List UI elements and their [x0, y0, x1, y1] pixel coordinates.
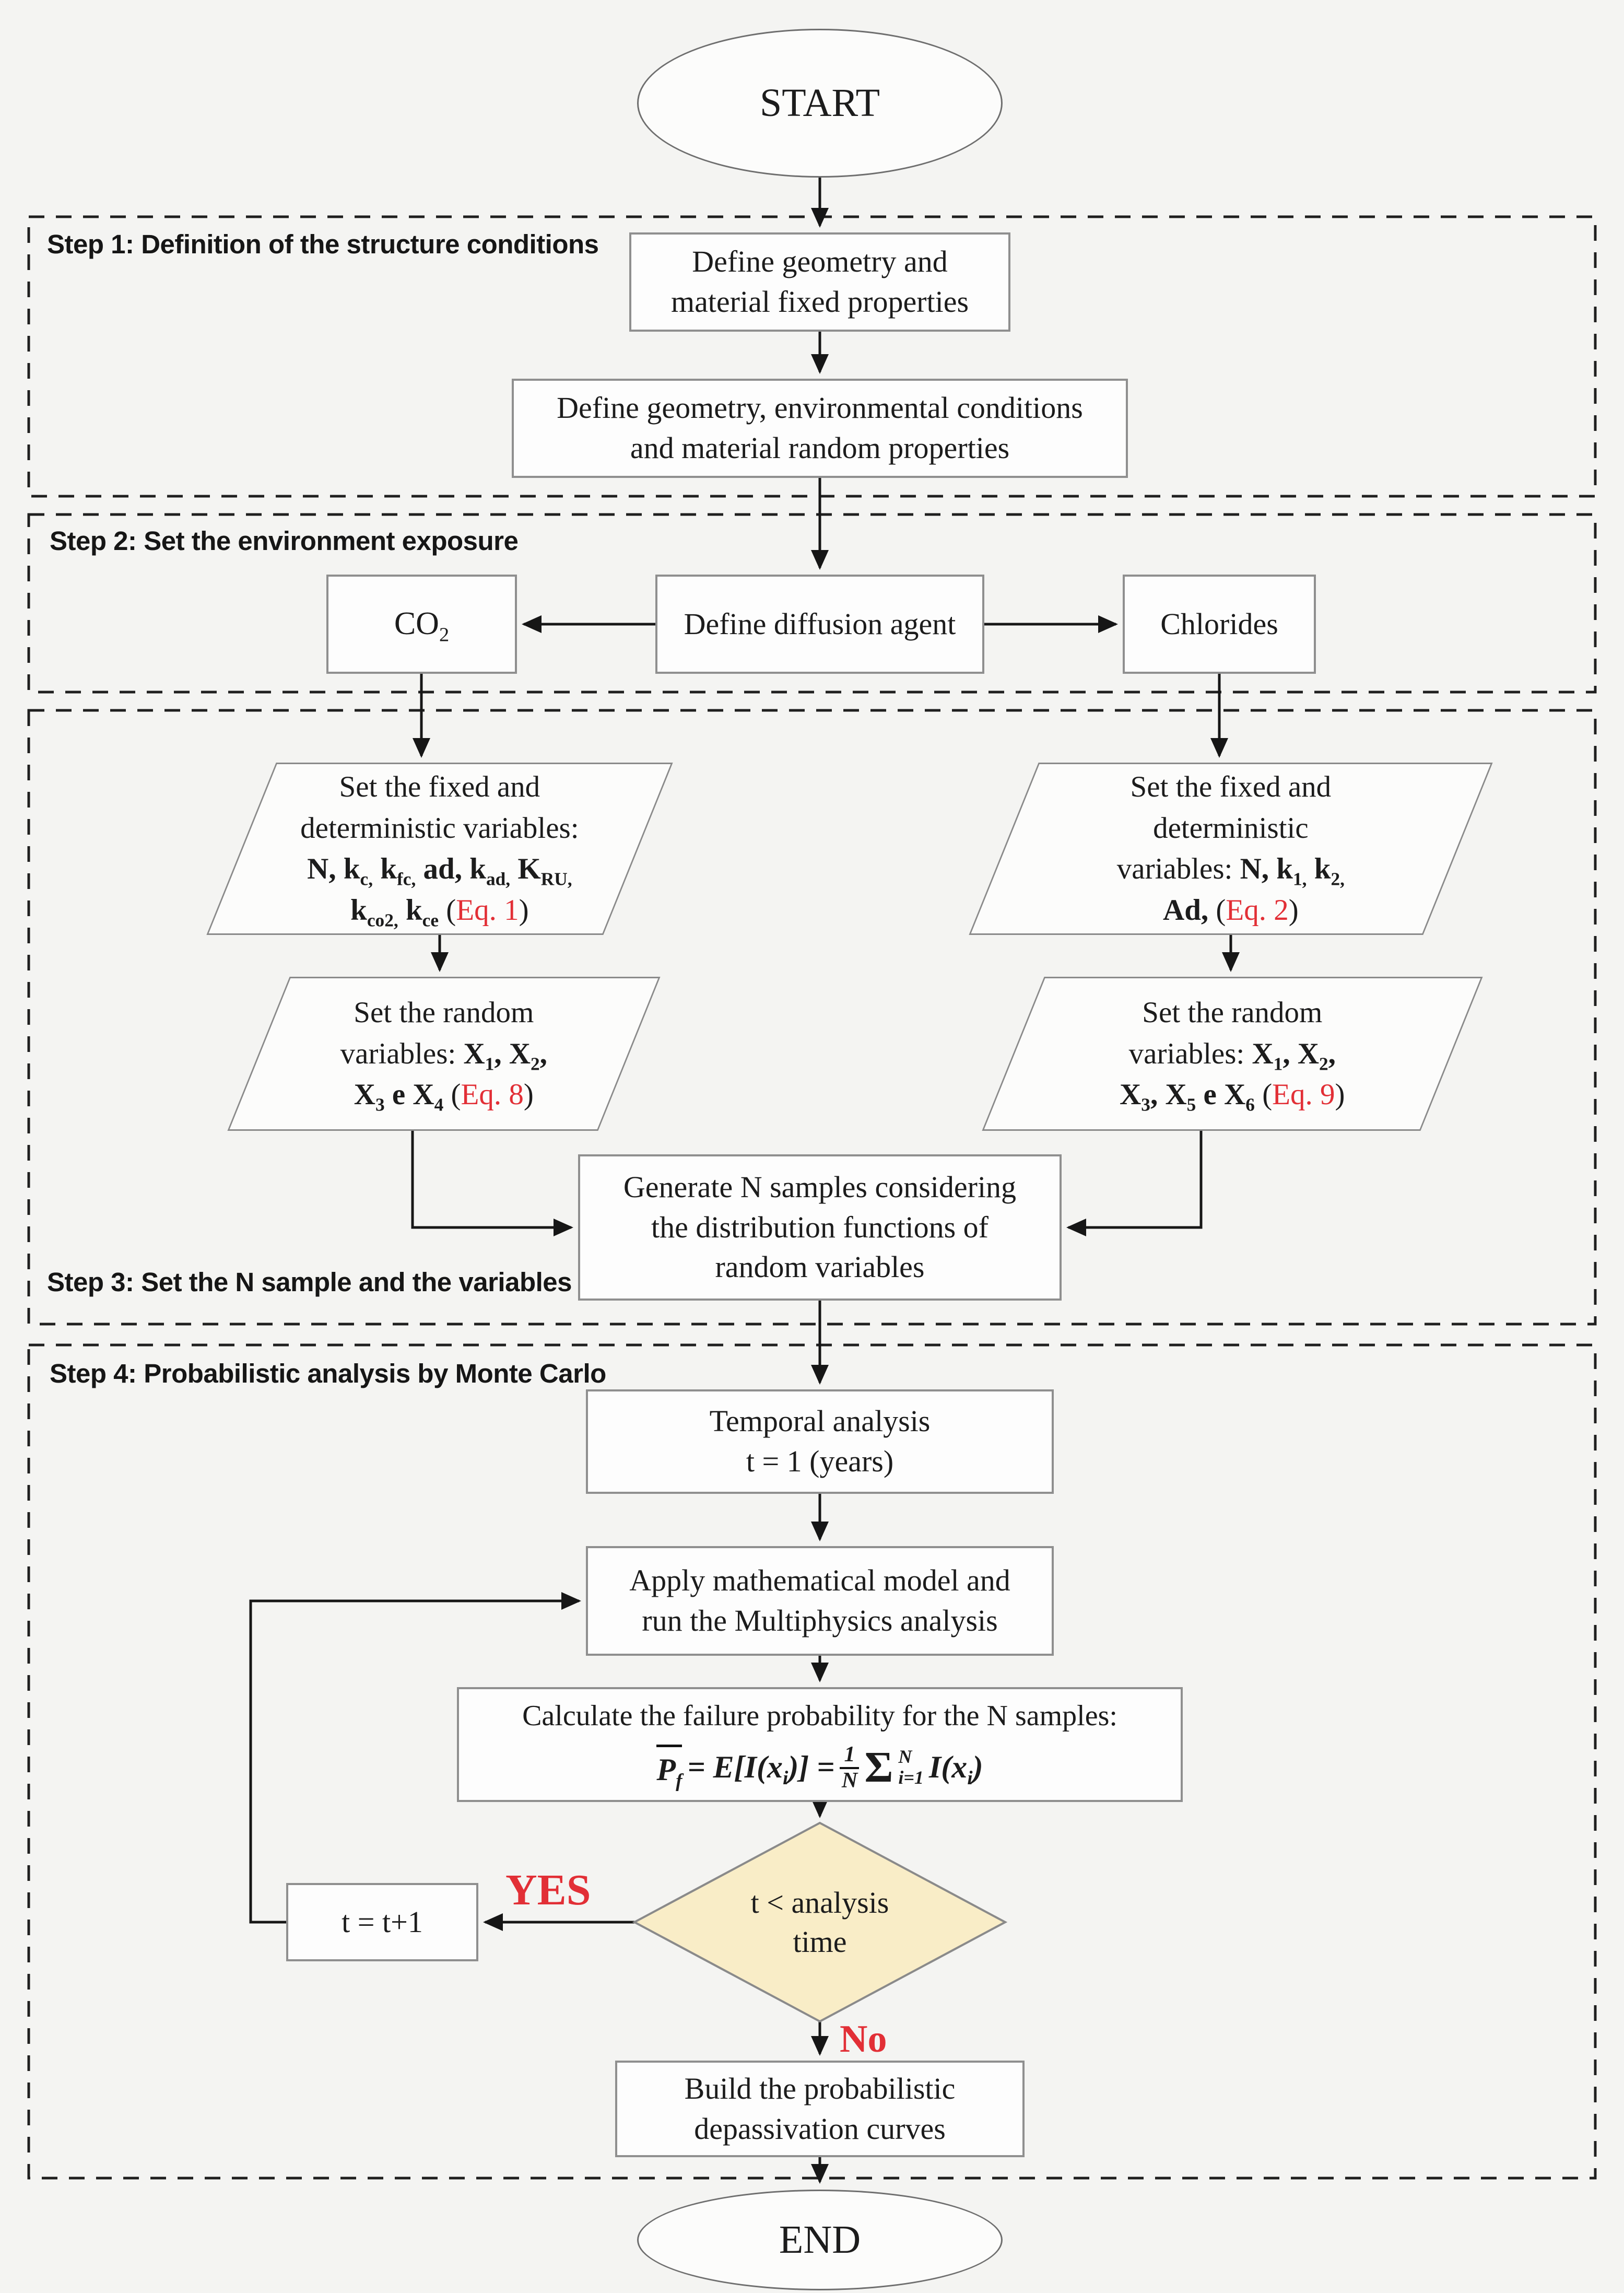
diffusion-agent-box: Define diffusion agent	[655, 575, 984, 674]
no-label: No	[840, 2018, 887, 2061]
build-curves-box: Build the probabilistic depassivation cu…	[615, 2061, 1025, 2157]
step3-boundary	[27, 709, 1597, 1326]
loop-increment-to-apply	[249, 1592, 581, 1924]
step1-label: Step 1: Definition of the structure cond…	[47, 229, 599, 259]
failure-probability-box: Calculate the failure probability for th…	[457, 1687, 1183, 1802]
time-decision-diamond	[632, 1821, 1008, 2023]
temporal-analysis-box: Temporal analysis t = 1 (years)	[586, 1389, 1054, 1494]
elbow-right-to-generate	[1066, 1131, 1203, 1236]
generate-samples-box: Generate N samples considering the distr…	[578, 1154, 1062, 1301]
yes-label: YES	[505, 1866, 591, 1914]
step2-boundary	[27, 513, 1597, 694]
start-terminal: START	[637, 29, 1003, 178]
failure-probability-formula: Pf = E[I(xi)] = 1 N Σ N i=1 I(xi)	[656, 1742, 983, 1793]
start-label: START	[759, 81, 880, 125]
fixed-vars-carbonation-parallelogram: Set the fixed and deterministic variable…	[206, 763, 673, 935]
random-vars-carbonation-parallelogram: Set the random variables: X1, X2, X3 e X…	[227, 977, 661, 1131]
define-geometry-random-box: Define geometry, environmental condition…	[512, 379, 1128, 478]
fixed-vars-chlorides-parallelogram: Set the fixed and deterministic variable…	[969, 763, 1493, 935]
apply-model-box: Apply mathematical model and run the Mul…	[586, 1546, 1054, 1656]
step4-label: Step 4: Probabilistic analysis by Monte …	[50, 1359, 606, 1388]
define-geometry-fixed-box: Define geometry and material fixed prope…	[629, 232, 1010, 332]
increment-box: t = t+1	[286, 1883, 478, 1961]
chlorides-box: Chlorides	[1123, 575, 1316, 674]
end-label: END	[779, 2218, 861, 2262]
step2-label: Step 2: Set the environment exposure	[50, 526, 519, 556]
elbow-left-to-generate	[411, 1131, 573, 1236]
step3-label: Step 3: Set the N sample and the variabl…	[47, 1267, 572, 1297]
random-vars-chlorides-parallelogram: Set the random variables: X1, X2, X3, X5…	[982, 977, 1483, 1131]
end-terminal: END	[637, 2190, 1003, 2290]
time-decision-label: t < analysis time	[750, 1885, 889, 1959]
co2-box: CO2	[326, 575, 517, 674]
